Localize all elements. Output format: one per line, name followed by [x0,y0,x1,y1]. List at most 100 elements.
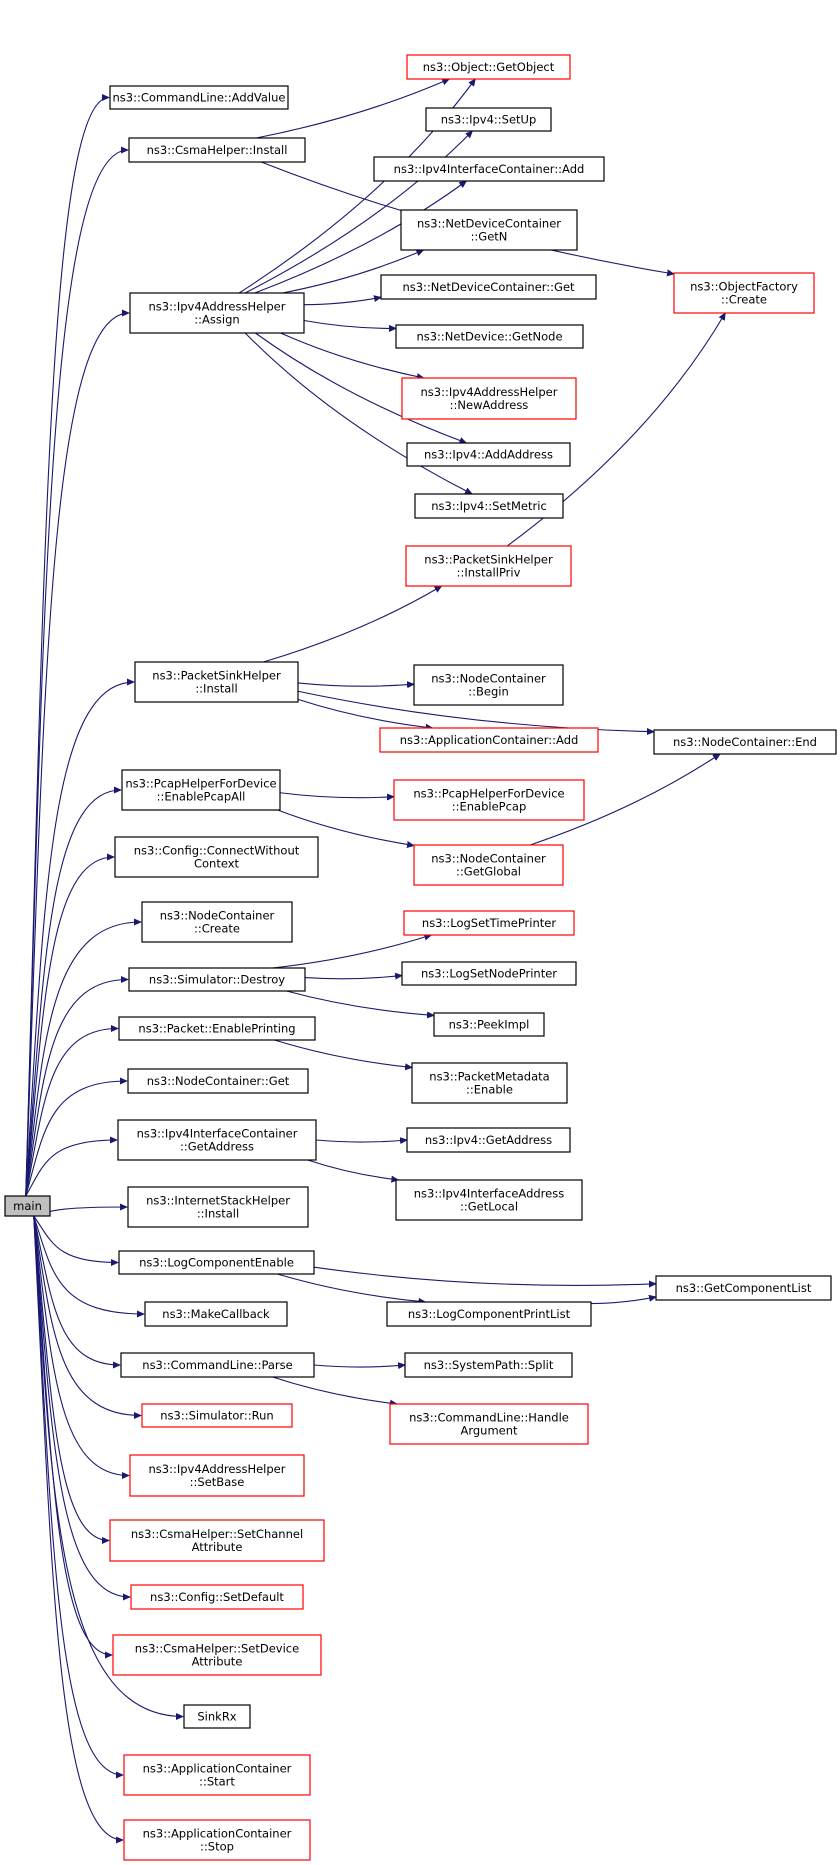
node-box[interactable] [373,156,605,182]
node-ac-start[interactable]: ns3::ApplicationContainer::Start [123,1754,311,1796]
node-box[interactable] [118,1250,315,1275]
node-box[interactable] [433,1012,545,1037]
node-main[interactable]: main [4,1195,51,1217]
node-cfg-setdefault[interactable]: ns3::Config::SetDefault [130,1584,304,1610]
node-box[interactable] [673,272,815,314]
node-box[interactable] [400,209,578,251]
node-pcap-enablepcap[interactable]: ns3::PcapHelperForDevice::EnablePcap [393,779,585,821]
node-cl-parse[interactable]: ns3::CommandLine::Parse [120,1352,315,1378]
node-nc-getglobal[interactable]: ns3::NodeContainer::GetGlobal [413,844,564,886]
node-ipv4-getaddress[interactable]: ns3::Ipv4::GetAddress [406,1127,571,1153]
node-pkt-enableprinting[interactable]: ns3::Packet::EnablePrinting [118,1016,316,1041]
node-box[interactable] [395,1179,583,1221]
node-box[interactable] [141,901,293,943]
node-box[interactable] [405,545,572,587]
node-ac-add[interactable]: ns3::ApplicationContainer::Add [379,727,599,753]
node-pcap-enableall[interactable]: ns3::PcapHelperForDevice::EnablePcapAll [121,769,281,811]
node-ipv4-addaddress[interactable]: ns3::Ipv4::AddAddress [406,442,571,467]
node-box[interactable] [411,1062,568,1104]
node-box[interactable] [386,1301,592,1327]
node-box[interactable] [141,1403,293,1428]
node-box[interactable] [112,1634,322,1676]
node-box[interactable] [144,1301,288,1327]
node-log-comppl[interactable]: ns3::LogComponentPrintList [386,1301,592,1327]
node-nc-end[interactable]: ns3::NodeContainer::End [653,729,837,755]
node-box[interactable] [404,1352,573,1378]
node-of-create[interactable]: ns3::ObjectFactory::Create [673,272,815,314]
node-pmd-enable[interactable]: ns3::PacketMetadata::Enable [411,1062,568,1104]
node-box[interactable] [123,1754,311,1796]
node-ish-install[interactable]: ns3::InternetStackHelper::Install [127,1186,309,1228]
node-ipv4-setup[interactable]: ns3::Ipv4::SetUp [425,107,552,132]
node-box[interactable] [413,844,564,886]
node-obj-getobject[interactable]: ns3::Object::GetObject [406,54,571,80]
node-box[interactable] [379,727,599,753]
node-box[interactable] [653,729,837,755]
node-log-setnodeprinter[interactable]: ns3::LogSetNodePrinter [401,961,577,986]
node-box[interactable] [130,1584,304,1610]
node-ipv4-setmetric[interactable]: ns3::Ipv4::SetMetric [414,493,564,519]
node-box[interactable] [183,1704,251,1729]
node-box[interactable] [127,1186,309,1228]
node-box[interactable] [413,664,564,706]
node-box[interactable] [134,661,299,703]
node-psh-installpriv[interactable]: ns3::PacketSinkHelper::InstallPriv [405,545,572,587]
node-box[interactable] [406,442,571,467]
node-box[interactable] [117,1119,317,1161]
node-box[interactable] [121,769,281,811]
node-box[interactable] [655,1275,832,1301]
node-ipv4ah-newaddress[interactable]: ns3::Ipv4AddressHelper::NewAddress [401,377,577,420]
node-ndc-get[interactable]: ns3::NetDeviceContainer::Get [380,274,597,300]
node-box[interactable] [118,1016,316,1041]
node-box[interactable] [109,1519,325,1562]
node-log-settimeprinter[interactable]: ns3::LogSetTimePrinter [403,910,575,936]
node-box[interactable] [114,836,319,878]
node-box[interactable] [109,85,289,110]
node-box[interactable] [389,1403,589,1445]
node-box[interactable] [380,274,597,300]
node-log-compenable[interactable]: ns3::LogComponentEnable [118,1250,315,1275]
node-box[interactable] [425,107,552,132]
node-box[interactable] [414,493,564,519]
node-box[interactable] [128,967,306,992]
node-sim-run[interactable]: ns3::Simulator::Run [141,1403,293,1428]
node-ipv4ia-getlocal[interactable]: ns3::Ipv4InterfaceAddress::GetLocal [395,1179,583,1221]
node-box[interactable] [129,1454,305,1497]
node-ndc-getn[interactable]: ns3::NetDeviceContainer::GetN [400,209,578,251]
node-cl-addvalue[interactable]: ns3::CommandLine::AddValue [109,85,289,110]
node-box[interactable] [395,324,584,349]
node-nc-get[interactable]: ns3::NodeContainer::Get [127,1068,309,1094]
node-box[interactable] [127,1068,309,1094]
node-ipv4ah-setbase[interactable]: ns3::Ipv4AddressHelper::SetBase [129,1454,305,1497]
node-ac-stop[interactable]: ns3::ApplicationContainer::Stop [123,1819,311,1861]
node-nd-getnode[interactable]: ns3::NetDevice::GetNode [395,324,584,349]
node-box[interactable] [123,1819,311,1861]
node-getcomplist[interactable]: ns3::GetComponentList [655,1275,832,1301]
node-box[interactable] [403,910,575,936]
node-sp-split[interactable]: ns3::SystemPath::Split [404,1352,573,1378]
node-csma-install[interactable]: ns3::CsmaHelper::Install [128,137,306,163]
node-box[interactable] [406,54,571,80]
node-ipv4ic-add[interactable]: ns3::Ipv4InterfaceContainer::Add [373,156,605,182]
node-ipv4ah-assign[interactable]: ns3::Ipv4AddressHelper::Assign [129,292,305,334]
node-sinkrx[interactable]: SinkRx [183,1704,251,1729]
node-makecallback[interactable]: ns3::MakeCallback [144,1301,288,1327]
node-box[interactable] [401,961,577,986]
node-box[interactable] [4,1195,51,1217]
node-box[interactable] [129,292,305,334]
node-box[interactable] [120,1352,315,1378]
node-nc-create[interactable]: ns3::NodeContainer::Create [141,901,293,943]
node-peekimpl[interactable]: ns3::PeekImpl [433,1012,545,1037]
node-box[interactable] [393,779,585,821]
node-sim-destroy[interactable]: ns3::Simulator::Destroy [128,967,306,992]
node-nc-begin[interactable]: ns3::NodeContainer::Begin [413,664,564,706]
node-box[interactable] [128,137,306,163]
node-ipv4ic-getaddress[interactable]: ns3::Ipv4InterfaceContainer::GetAddress [117,1119,317,1161]
node-psh-install[interactable]: ns3::PacketSinkHelper::Install [134,661,299,703]
node-box[interactable] [401,377,577,420]
node-box[interactable] [406,1127,571,1153]
